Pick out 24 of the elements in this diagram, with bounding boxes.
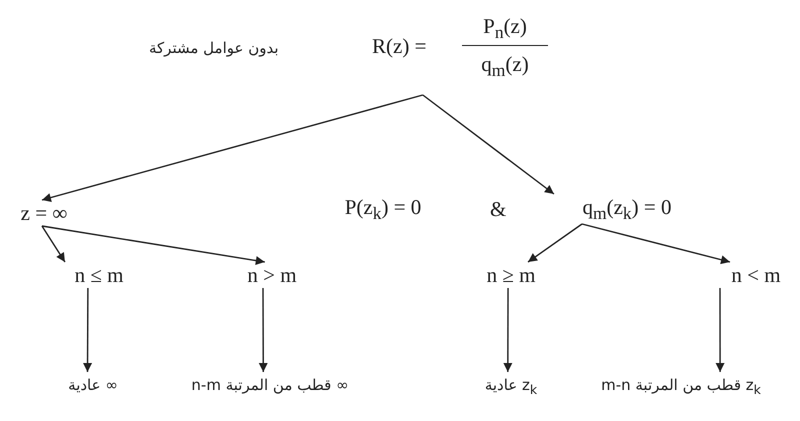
arrow <box>528 223 582 263</box>
arrow <box>503 288 512 372</box>
arrow <box>42 94 424 202</box>
result-text: ∞ قطب من المرتبة n-m <box>190 375 350 396</box>
condition-text: n ≤ m <box>74 263 124 287</box>
result-text: ∞ عادية <box>67 375 119 396</box>
condition-text: P(z$_{k}$) = 0 <box>344 195 422 226</box>
denominator-text: q$_{m}$(z) <box>480 52 530 82</box>
conjunction-text: & <box>490 197 506 221</box>
condition-text: n ≥ m <box>486 263 536 287</box>
arrow <box>716 288 725 372</box>
note-text: بدون عوامل مشتركة <box>149 38 279 59</box>
condition-text: q$_{m}$(z$_{k}$) = 0 <box>581 195 673 226</box>
arrow <box>42 225 265 265</box>
arrow <box>422 94 554 195</box>
arrow <box>582 223 730 264</box>
condition-text: n < m <box>730 263 782 287</box>
condition-text: n > m <box>246 263 298 287</box>
condition-text: z = ∞ <box>20 201 68 225</box>
arrow <box>83 288 92 372</box>
arrow <box>41 226 66 262</box>
numerator-text: P$_{n}$(z) <box>482 14 528 44</box>
arrow <box>258 288 268 372</box>
formula-text: R(z) = <box>372 34 426 58</box>
